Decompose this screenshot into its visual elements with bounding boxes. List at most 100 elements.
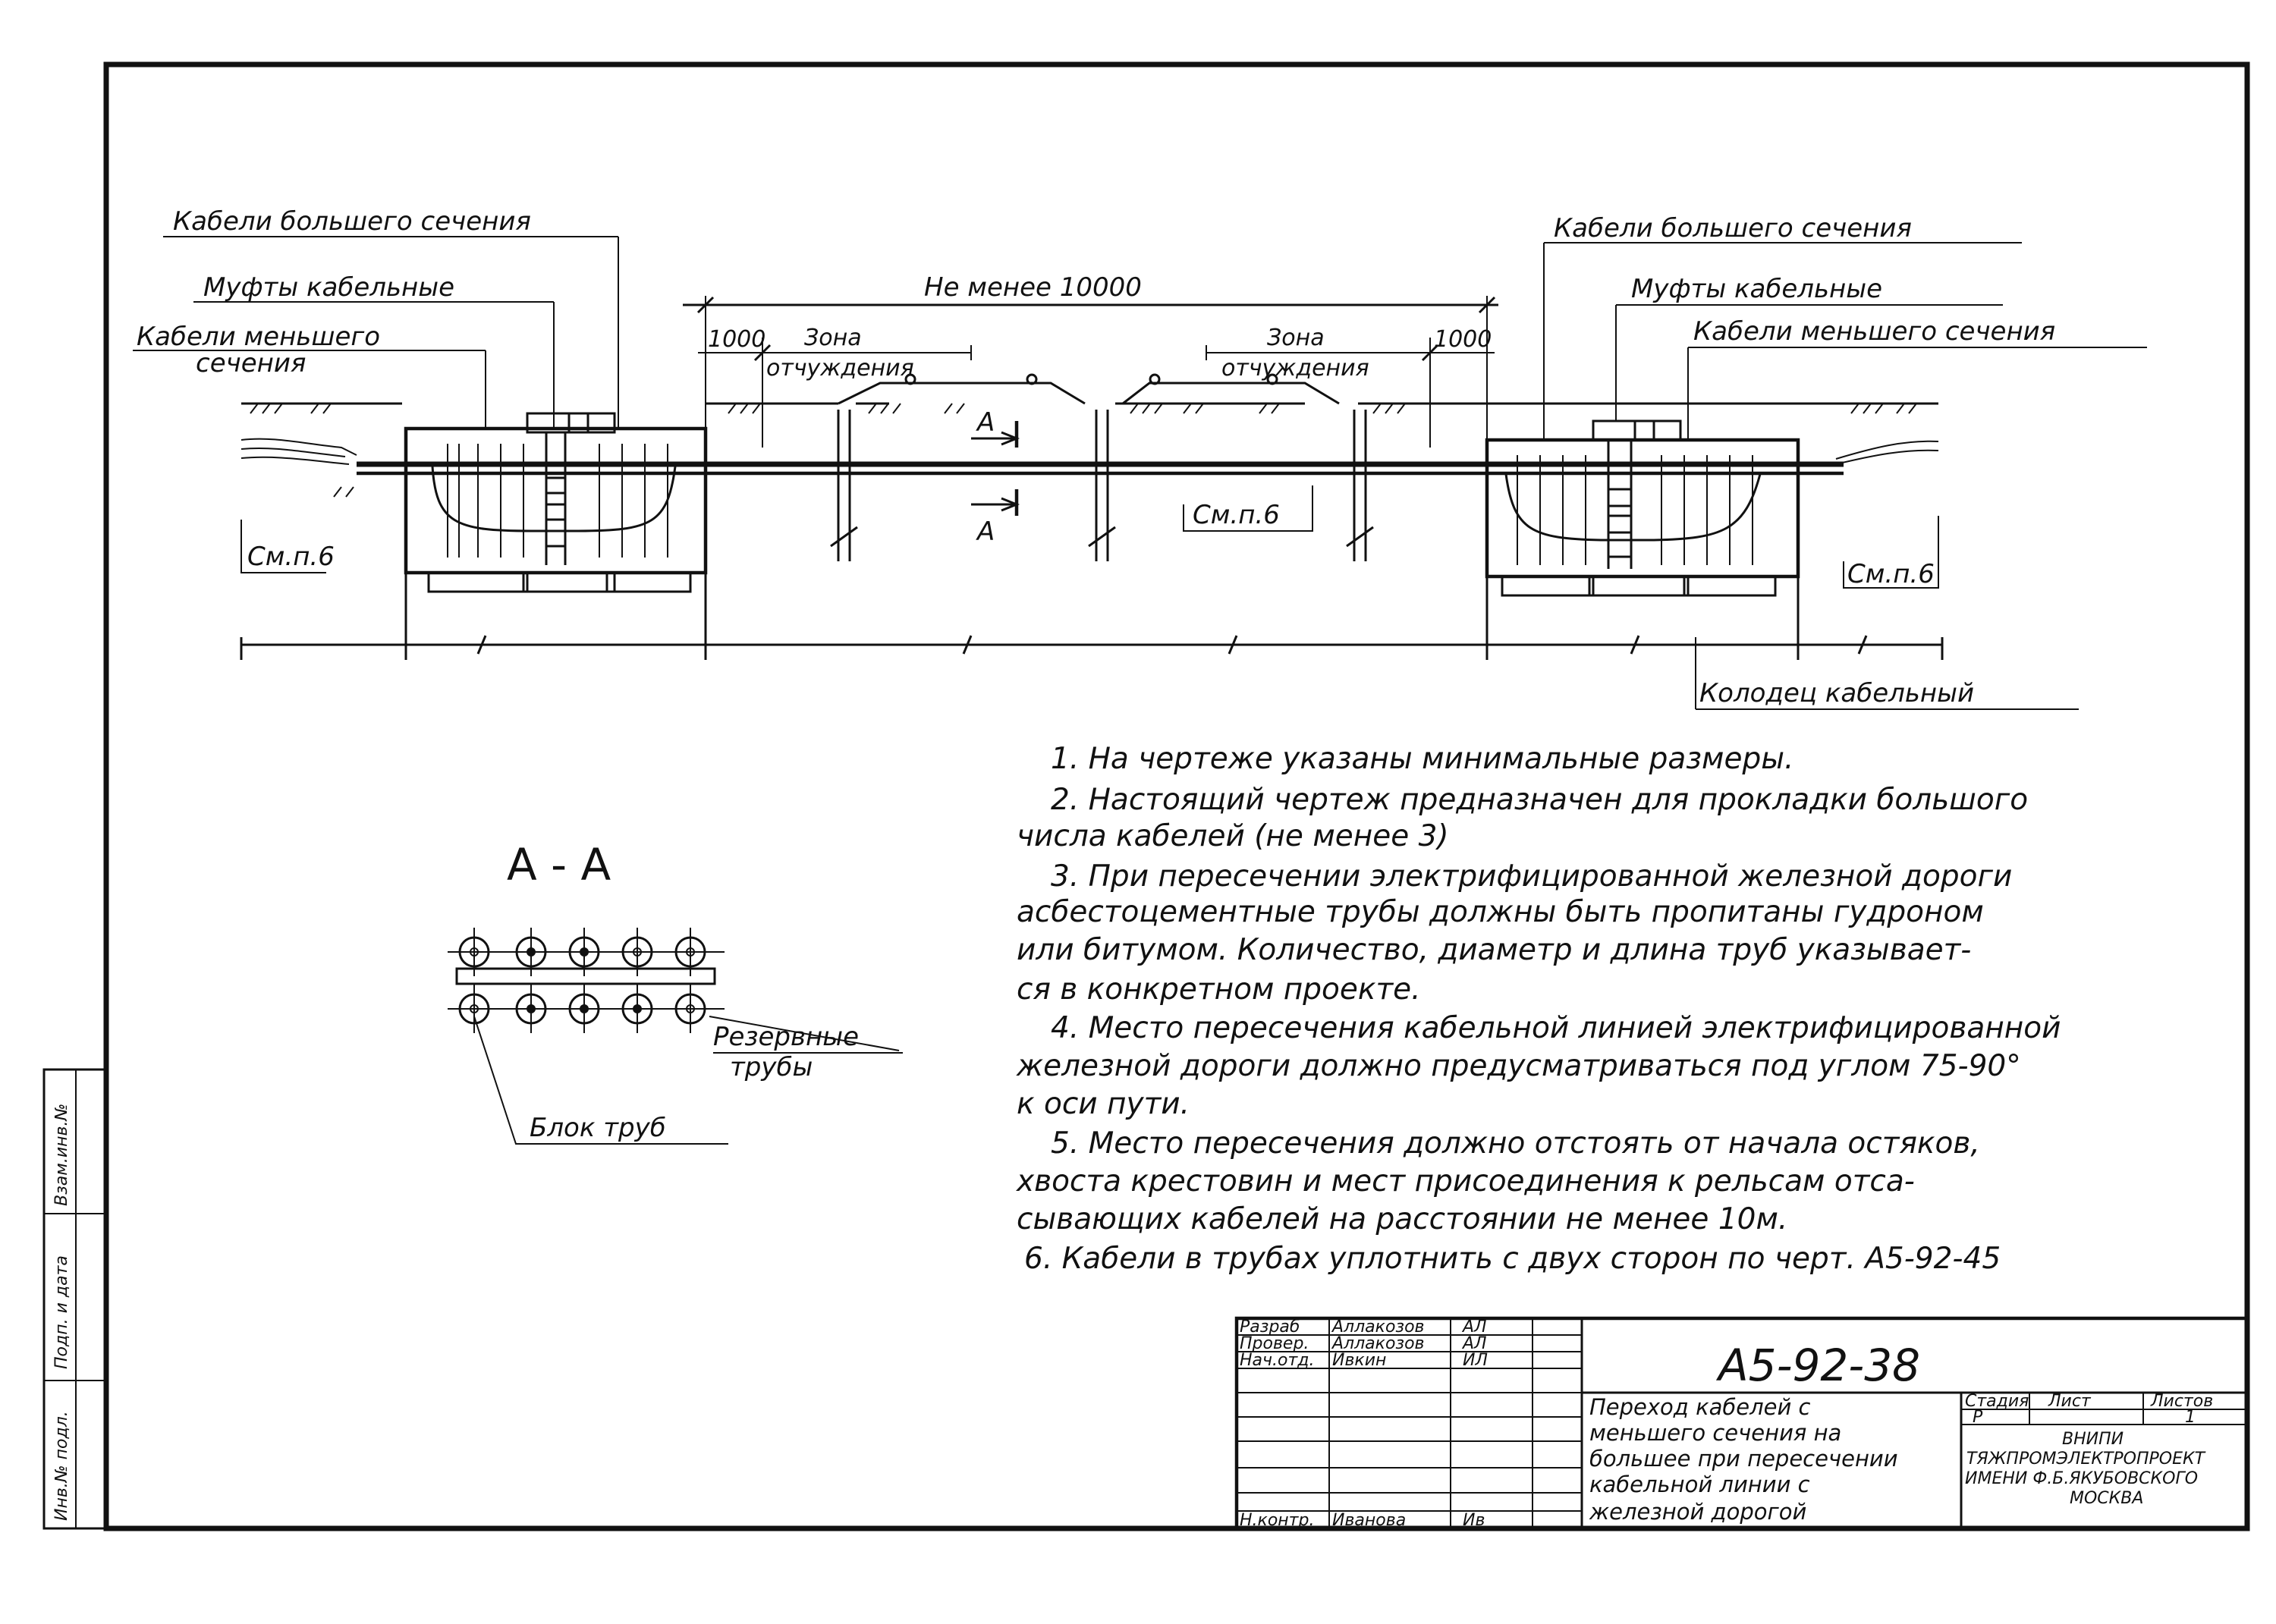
label-reserve-pipes-1: Резервные [713, 1022, 859, 1052]
stamp-inv-no: Взам.инв.№ [52, 1104, 71, 1206]
pipe-cable [686, 1004, 695, 1013]
note-line: 4. Место пересечения кабельной линией эл… [1051, 1011, 2061, 1045]
see-note-6-left: См.п.6 [247, 542, 335, 572]
section-title: А - А [507, 839, 611, 891]
sign-norm-control: Ив [1463, 1511, 1485, 1530]
stamp-inv-orig: Инв.№ подл. [52, 1411, 71, 1521]
drawing-code: А5-92-38 [1715, 1340, 1920, 1391]
embankment-right [1122, 382, 1340, 405]
title-line: железной дорогой [1589, 1499, 1806, 1525]
crossing-profile: См.п.6 См.п.6 См.п.6 А А Не менее 10000 … [133, 206, 2147, 710]
label-left-small-cables-2: сечения [196, 348, 306, 379]
side-stamp: Взам.инв.№ Подп. и дата Инв.№ подл. [42, 1068, 108, 1530]
note-line: 3. При пересечении электрифицированной ж… [1051, 859, 2012, 894]
break-lines [830, 410, 1374, 561]
pipe-cable [527, 1004, 536, 1013]
name-head: Ивкин [1332, 1351, 1386, 1370]
role-developer: Разраб [1240, 1318, 1300, 1337]
title-block: А5-92-38 Разраб Провер. Нач.отд. Аллакоз… [1234, 1316, 2249, 1531]
role-norm-control: Н.контр. [1240, 1511, 1314, 1530]
section-a-a: А - А Резервные трубы Блок труб [448, 839, 903, 1145]
title-line: Переход кабелей с [1589, 1394, 1811, 1420]
dim-1000-right: 1000 [1434, 326, 1492, 353]
pipe-cable [686, 947, 695, 956]
title-line: меньшего сечения на [1589, 1420, 1841, 1446]
sheet-frame [103, 61, 2250, 1531]
note-line: 5. Место пересечения должно отстоять от … [1051, 1126, 1980, 1161]
note-line: ся в конкретном проекте. [1017, 972, 1421, 1007]
stage-value: Р [1973, 1408, 1983, 1427]
pipe-cable [527, 947, 536, 956]
dim-min-10000: Не менее 10000 [924, 272, 1142, 303]
pipes-top-row [458, 928, 706, 976]
note-line: 6. Кабели в трубах уплотнить с двух стор… [1024, 1242, 2001, 1276]
pipe-cable [580, 1004, 589, 1013]
small-cables-left [240, 438, 357, 456]
name-developer: Аллакозов [1331, 1318, 1425, 1337]
role-checker: Провер. [1240, 1334, 1309, 1353]
org-line: ТЯЖПРОМЭЛЕКТРОПРОЕКТ [1966, 1450, 2206, 1469]
pipe-cable [580, 947, 589, 956]
pipes-bottom-row [458, 985, 706, 1033]
stamp-sign-date: Подп. и дата [52, 1255, 71, 1369]
sheet-label: Лист [2048, 1392, 2092, 1411]
label-left-big-cables: Кабели большего сечения [173, 206, 531, 237]
org-line: МОСКВА [2070, 1489, 2143, 1508]
label-right-big-cables: Кабели большего сечения [1554, 213, 1912, 243]
note-line: или битумом. Количество, диаметр и длина… [1017, 933, 1971, 967]
pipe-cable [470, 1004, 479, 1013]
zone-right-line1: Зона [1267, 325, 1325, 351]
sign-developer: АЛ [1461, 1318, 1487, 1337]
zone-right-line2: отчуждения [1221, 355, 1369, 382]
pipe-cable [470, 947, 479, 956]
label-right-couplings: Муфты кабельные [1631, 274, 1882, 304]
section-mark-a: А А [971, 407, 1020, 547]
pipe-block-separator [455, 967, 716, 985]
rail-left-2 [1026, 373, 1038, 385]
org-line: ИМЕНИ Ф.Б.ЯКУБОВСКОГО [1965, 1469, 2198, 1488]
label-cable-well: Колодец кабельный [1699, 678, 1974, 708]
stage-label: Стадия [1965, 1392, 2029, 1411]
zone-left-line1: Зона [804, 325, 862, 351]
label-left-couplings: Муфты кабельные [203, 272, 454, 303]
note-line: сывающих кабелей на расстоянии не менее … [1017, 1202, 1787, 1236]
label-left-small-cables-1: Кабели меньшего [137, 322, 380, 352]
name-norm-control: Иванова [1332, 1511, 1406, 1530]
note-line: хвоста крестовин и мест присоединения к … [1015, 1164, 1915, 1198]
see-note-6-right: См.п.6 [1847, 559, 1935, 589]
embankment-left [838, 382, 1086, 405]
sheets-label: Листов [2150, 1392, 2213, 1411]
small-cables-right [1835, 440, 1939, 460]
pipe-cable [633, 947, 642, 956]
title-line: кабельной линии с [1589, 1472, 1810, 1497]
note-line: железной дороги должно предусматриваться… [1016, 1049, 2021, 1083]
rail-right-2 [1266, 373, 1278, 385]
label-right-small-cables: Кабели меньшего сечения [1693, 316, 2055, 347]
zone-left-line2: отчуждения [766, 355, 914, 382]
name-checker: Аллакозов [1331, 1334, 1425, 1353]
see-note-6-middle: См.п.6 [1193, 500, 1280, 530]
rail-left-1 [904, 373, 916, 385]
dim-1000-left: 1000 [708, 326, 765, 353]
notes: 1. На чертеже указаны минимальные размер… [1015, 742, 2061, 1276]
section-mark-a-bottom: А [976, 517, 995, 547]
org-line: ВНИПИ [2062, 1430, 2124, 1449]
label-reserve-pipes-2: трубы [730, 1052, 813, 1082]
rail-right-1 [1149, 373, 1161, 385]
note-line: 1. На чертеже указаны минимальные размер… [1051, 742, 1793, 776]
note-line: числа кабелей (не менее 3) [1017, 819, 1449, 853]
sign-checker: АЛ [1461, 1334, 1487, 1353]
cable-well-left [404, 412, 708, 593]
pipe-cable [633, 1004, 642, 1013]
title-line: большее при пересечении [1589, 1446, 1898, 1472]
sign-head: ИЛ [1463, 1351, 1488, 1370]
cable-well-right [1485, 419, 1800, 597]
role-head: Нач.отд. [1240, 1351, 1315, 1370]
ground-hatch [250, 403, 1917, 498]
note-line: 2. Настоящий чертеж предназначен для про… [1051, 783, 2028, 817]
section-mark-a-top: А [976, 407, 995, 438]
note-line: асбестоцементные трубы должны быть пропи… [1017, 895, 1984, 929]
label-pipe-block: Блок труб [530, 1113, 666, 1143]
